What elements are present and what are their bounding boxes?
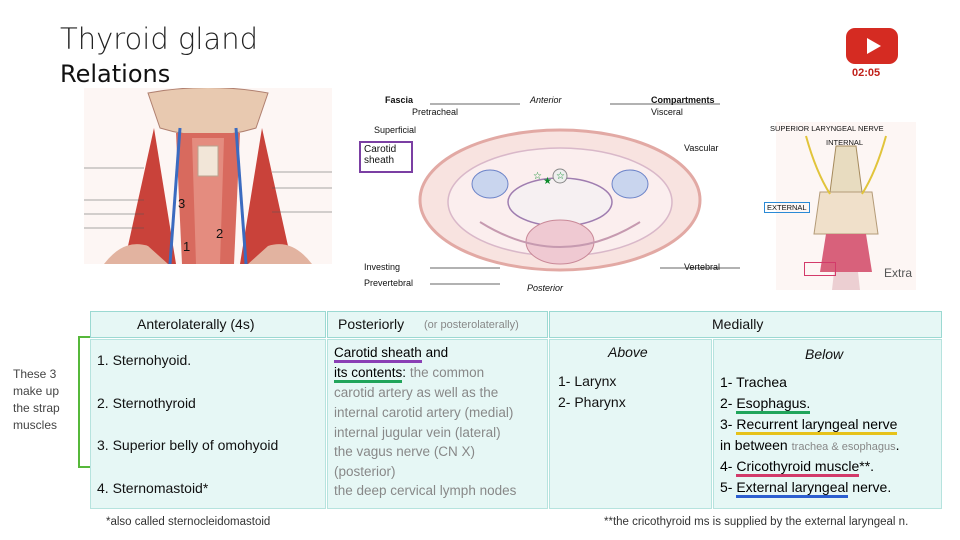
larynx-figure	[776, 122, 916, 290]
star-icon: ☆	[533, 171, 542, 182]
posterior-line7: (posterior)	[334, 464, 396, 479]
muscle-label-2: 2	[216, 226, 224, 241]
cricothyroid-text: Cricothyroid muscle	[736, 458, 860, 477]
slide-subtitle: Relations	[60, 60, 171, 88]
posterior-colon: :	[402, 365, 410, 380]
below-item-4: 4- Cricothyroid muscle**.	[720, 456, 874, 477]
medially-header: Medially	[549, 311, 942, 338]
muscle-label-3: 3	[178, 196, 186, 211]
posterior-line4: internal carotid artery (medial)	[334, 405, 514, 420]
video-timestamp: 02:05	[852, 67, 881, 79]
cricothyroid-stars: **.	[859, 458, 875, 474]
strap-note-line2: make up	[13, 384, 60, 398]
carotid-sheath-line2: sheath	[364, 155, 395, 166]
medially-header-text: Medially	[712, 316, 764, 332]
anterolateral-item-3: 3. Superior belly of omohyoid	[97, 437, 279, 453]
above-item-1: 1- Larynx	[558, 373, 617, 389]
posterior-line3: carotid artery as well as the	[334, 385, 499, 400]
neck-muscles-illustration	[84, 87, 332, 265]
anterolateral-item-4: 4. Sternomastoid*	[97, 480, 209, 496]
its-contents-text: its contents	[334, 365, 403, 383]
label-external: EXTERNAL	[764, 202, 810, 213]
posterior-line2: its contents: the common	[334, 363, 484, 383]
anterolateral-header: Anterolaterally (4s)	[90, 311, 326, 338]
between-period: .	[895, 437, 900, 453]
below-item-3: 3- Recurrent laryngeal nerve	[720, 414, 898, 435]
slide-title: Thyroid gland	[60, 22, 258, 56]
posterior-line8: the deep cervical lymph nodes	[334, 483, 517, 498]
below-item-3-cont: in between trachea & esophagus.	[720, 435, 899, 458]
medially-footnote: **the cricothyroid ms is supplied by the…	[604, 516, 909, 528]
posterior-line5: internal jugular vein (lateral)	[334, 425, 501, 440]
strap-note-line3: the strap	[13, 401, 60, 415]
neck-cross-section-figure	[360, 92, 780, 296]
label-visceral: Visceral	[651, 107, 683, 117]
label-internal: INTERNAL	[826, 138, 864, 147]
label-pretracheal: Pretracheal	[412, 107, 459, 117]
label-superficial: Superficial	[374, 125, 417, 135]
posterior-line2-rest: the common	[409, 365, 485, 380]
label-anterior: Anterior	[530, 95, 562, 105]
posterior-header-text: Posteriorly	[338, 316, 405, 332]
strap-muscles-note: These 3 make up the strap muscles	[13, 366, 69, 434]
below-item-5-num: 5-	[720, 479, 737, 495]
label-extra: Extra	[884, 266, 913, 280]
cricothyroid-label-box	[804, 262, 836, 276]
strap-note-line4: muscles	[13, 418, 58, 432]
carotid-sheath-line1: Carotid	[364, 144, 397, 155]
esophagus-text: Esophagus.	[736, 395, 811, 414]
below-title: Below	[805, 346, 844, 362]
anterolateral-item-1: 1. Sternohyoid.	[97, 352, 192, 368]
recurrent-laryngeal-text: Recurrent laryngeal nerve	[736, 416, 898, 435]
external-laryngeal-text: External laryngeal	[736, 479, 849, 498]
posterior-lead-and: and	[421, 345, 449, 360]
external-laryngeal-rest: nerve.	[848, 479, 892, 495]
label-vertebral: Vertebral	[684, 262, 721, 272]
star-icon: ☆	[556, 171, 565, 182]
star-icon: ★	[543, 176, 552, 187]
label-fascia: Fascia	[385, 95, 414, 105]
above-item-2: 2- Pharynx	[558, 394, 626, 410]
carotid-sheath-label: Carotid sheath	[359, 141, 413, 173]
above-title: Above	[608, 344, 648, 360]
posterior-line6: the vagus nerve (CN X)	[334, 444, 476, 459]
strap-bracket	[78, 336, 90, 468]
neck-muscles-figure	[84, 87, 332, 265]
below-item-5: 5- External laryngeal nerve.	[720, 477, 891, 498]
anterolateral-column: 1. Sternohyoid. 2. Sternothyroid 3. Supe…	[90, 339, 326, 509]
between-note: trachea & esophagus	[791, 441, 896, 453]
label-prevertebral: Prevertebral	[364, 278, 414, 288]
strap-note-line1: These 3	[13, 367, 57, 381]
below-item-3-num: 3-	[720, 416, 737, 432]
below-item-2: 2- Esophagus.	[720, 393, 811, 414]
muscle-label-1: 1	[183, 239, 191, 254]
anterolateral-footnote: *also called sternocleidomastoid	[106, 516, 271, 528]
posterior-header-note: (or posterolaterally)	[424, 319, 519, 331]
below-item-2-num: 2-	[720, 395, 737, 411]
in-between-text: in between	[720, 437, 792, 453]
anterolateral-item-2: 2. Sternothyroid	[97, 395, 196, 411]
label-compartments: Compartments	[651, 95, 715, 105]
below-item-1: 1- Trachea	[720, 374, 787, 390]
anterolateral-header-text: Anterolaterally (4s)	[137, 316, 255, 332]
posterior-header: Posteriorly (or posterolaterally)	[327, 311, 548, 338]
label-investing: Investing	[364, 262, 401, 272]
medially-above-column: Above 1- Larynx 2- Pharynx	[549, 339, 712, 509]
label-vascular: Vascular	[684, 143, 719, 153]
carotid-sheath-text: Carotid sheath	[334, 345, 422, 363]
posterior-column: Carotid sheath and its contents: the com…	[327, 339, 548, 509]
medially-below-column: Below 1- Trachea 2- Esophagus. 3- Recurr…	[713, 339, 942, 509]
youtube-play-icon[interactable]	[846, 28, 898, 64]
cross-section-illustration	[418, 103, 740, 285]
posterior-lead: Carotid sheath and	[334, 343, 448, 363]
below-item-4-num: 4-	[720, 458, 737, 474]
label-superior-laryngeal: SUPERIOR LARYNGEAL NERVE	[770, 124, 884, 133]
label-posterior: Posterior	[527, 283, 564, 293]
